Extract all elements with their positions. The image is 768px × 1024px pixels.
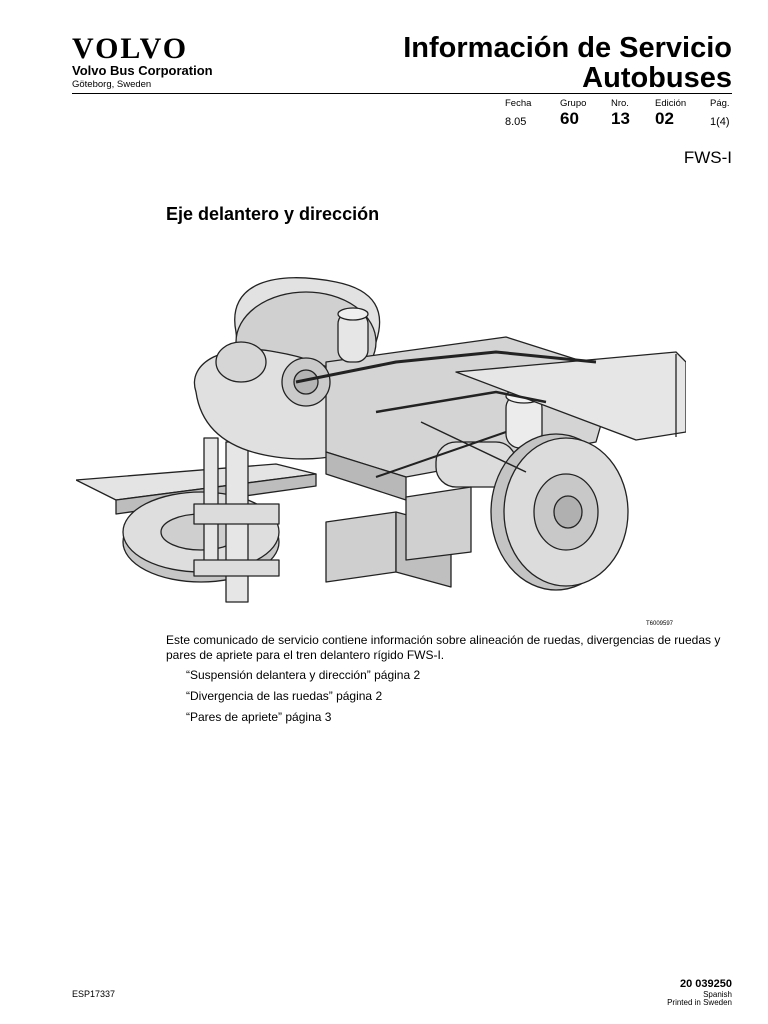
model-code: FWS-I	[683, 148, 732, 167]
edicion-value: 02	[655, 109, 674, 128]
list-item: “Suspensión delantera y dirección” págin…	[186, 668, 421, 682]
nro-label: Nro.	[611, 98, 629, 109]
corporation-name: Volvo Bus Corporation	[72, 63, 213, 78]
front-axle-illustration	[76, 277, 686, 603]
grupo-label: Grupo	[560, 98, 587, 109]
header-rule	[72, 93, 732, 94]
nro-value: 13	[611, 109, 630, 128]
pag-label: Pág.	[710, 98, 730, 109]
document-code: ESP17337	[72, 989, 116, 999]
section-title: Eje delantero y dirección	[166, 204, 380, 224]
figure-code: T6009597	[646, 621, 674, 627]
list-item: “Pares de apriete” página 3	[186, 710, 332, 724]
fecha-value: 8.05	[505, 116, 527, 128]
intro-paragraph: Este comunicado de servicio contiene inf…	[166, 633, 721, 662]
grupo-value: 60	[560, 109, 579, 128]
list-item: “Divergencia de las ruedas” página 2	[186, 689, 383, 703]
corporation-location: Göteborg, Sweden	[72, 79, 152, 90]
fecha-label: Fecha	[505, 98, 532, 109]
printed-in: Printed in Sweden	[667, 998, 732, 1007]
document-title-line1: Información de Servicio	[403, 32, 732, 64]
pag-value: 1(4)	[710, 116, 730, 128]
document-title-line2: Autobuses	[582, 62, 732, 94]
document-number: 20 039250	[680, 978, 732, 990]
edicion-label: Edición	[655, 98, 687, 109]
volvo-logo: VOLVO	[72, 32, 189, 65]
document-language: Spanish	[703, 990, 732, 999]
